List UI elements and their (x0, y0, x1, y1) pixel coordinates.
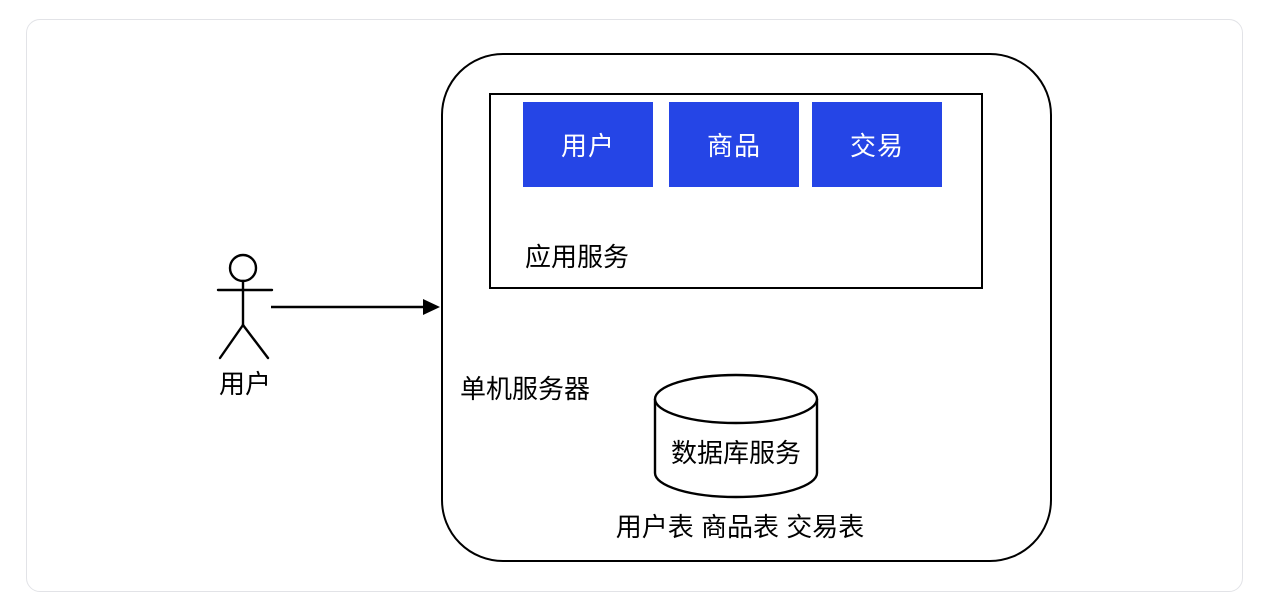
server-label: 单机服务器 (460, 374, 591, 404)
app-service-box: 用户 商品 交易 应用服务 (489, 93, 983, 289)
module-box-trade: 交易 (812, 102, 942, 187)
database-label: 数据库服务 (670, 438, 801, 468)
module-box-product: 商品 (669, 102, 799, 187)
app-service-label: 应用服务 (525, 242, 630, 272)
actor-label: 用户 (218, 369, 271, 399)
module-box-user: 用户 (523, 102, 653, 187)
database-tables-label: 用户表 商品表 交易表 (615, 512, 865, 542)
